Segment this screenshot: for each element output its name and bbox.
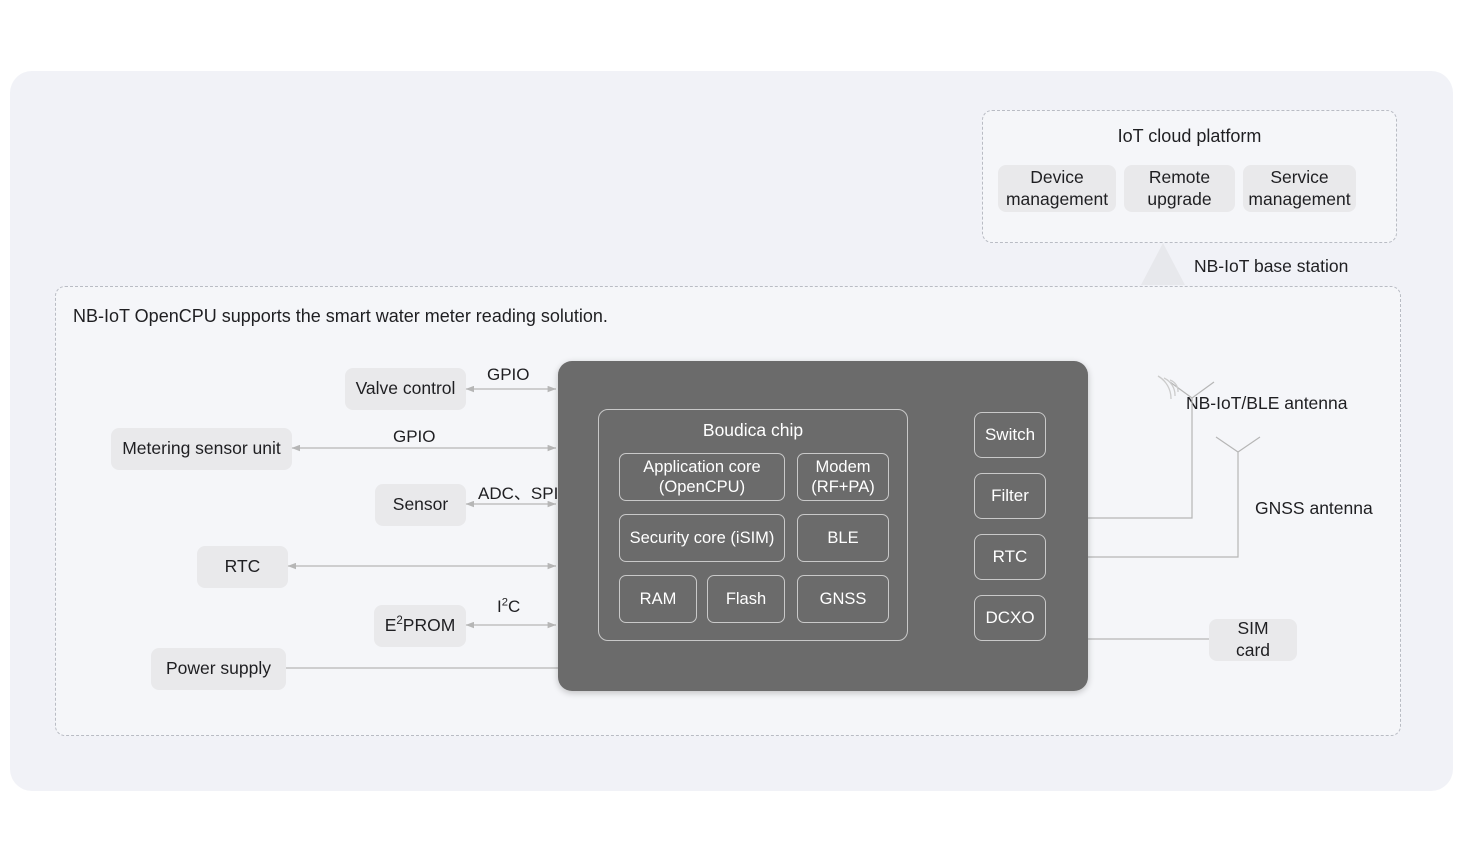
peripheral-metering-sensor-unit[interactable]: Metering sensor unit xyxy=(111,428,292,470)
peripheral-power-supply[interactable]: Power supply xyxy=(151,648,286,690)
peripheral-rtc[interactable]: RTC xyxy=(197,546,288,588)
cloud-service-remote-upgrade[interactable]: Remote upgrade xyxy=(1124,165,1235,212)
bus-label-gpio-metering: GPIO xyxy=(393,427,436,446)
peripheral-valve-control[interactable]: Valve control xyxy=(345,368,466,410)
side-block-switch[interactable]: Switch xyxy=(974,412,1046,458)
chip-block-application-core[interactable]: Application core (OpenCPU) xyxy=(619,453,785,501)
bus-label-gpio-valve: GPIO xyxy=(487,365,530,384)
chip-block-security-core[interactable]: Security core (iSIM) xyxy=(619,514,785,562)
bus-label-adc-spi: ADC、SPI xyxy=(478,484,559,503)
gnss-antenna-label: GNSS antenna xyxy=(1255,498,1373,518)
boudica-chip-title: Boudica chip xyxy=(702,420,804,440)
boudica-chip-outline: Boudica chip xyxy=(598,409,908,641)
sim-card[interactable]: SIM card xyxy=(1209,618,1297,661)
iot-cloud-platform-title: IoT cloud platform xyxy=(1117,126,1262,146)
base-station-label: NB-IoT base station xyxy=(1194,256,1349,276)
cloud-service-device-management[interactable]: Device management xyxy=(998,165,1116,212)
nb-iot-ble-antenna-label: NB-IoT/BLE antenna xyxy=(1186,393,1348,413)
module-board: Boudica chip Application core (OpenCPU) … xyxy=(558,361,1088,691)
peripheral-e2prom[interactable]: E2PROM xyxy=(374,605,466,647)
side-block-filter[interactable]: Filter xyxy=(974,473,1046,519)
chip-block-ble[interactable]: BLE xyxy=(797,514,889,562)
chip-block-modem[interactable]: Modem (RF+PA) xyxy=(797,453,889,501)
peripheral-e2prom-label: E2PROM xyxy=(384,615,456,636)
side-block-dcxo[interactable]: DCXO xyxy=(974,595,1046,641)
cloud-service-management[interactable]: Service management xyxy=(1243,165,1356,212)
side-block-rtc[interactable]: RTC xyxy=(974,534,1046,580)
solution-title: NB-IoT OpenCPU supports the smart water … xyxy=(73,306,608,326)
chip-block-gnss[interactable]: GNSS xyxy=(797,575,889,623)
peripheral-sensor[interactable]: Sensor xyxy=(375,484,466,526)
bus-label-i2c: I2C xyxy=(497,596,521,616)
chip-block-flash[interactable]: Flash xyxy=(707,575,785,623)
chip-block-ram[interactable]: RAM xyxy=(619,575,697,623)
